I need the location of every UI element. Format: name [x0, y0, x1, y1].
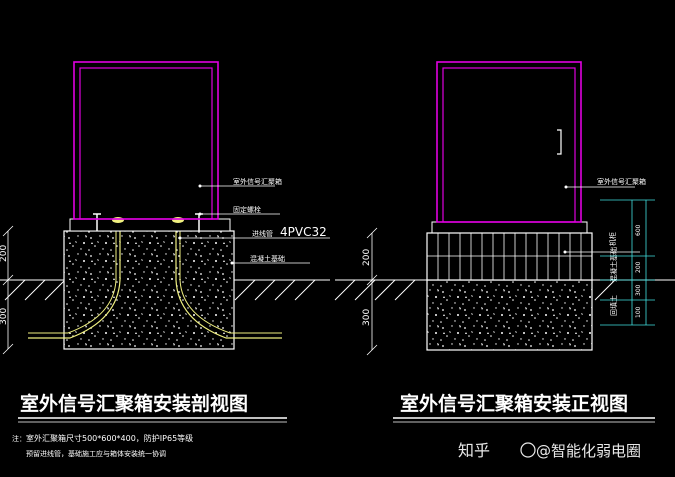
concrete-base-front — [426, 279, 593, 351]
dim-100: 100 — [635, 306, 642, 318]
label-soil: 回填土 — [609, 295, 618, 316]
label-pipe: 4PVC32 — [280, 225, 327, 239]
conduit-right — [175, 224, 282, 339]
dim-300-right: 300 — [362, 309, 372, 326]
watermark: 知乎 @智能化弱电圈 — [458, 441, 641, 460]
dim-300-left: 300 — [0, 308, 9, 325]
wechat-icon — [520, 442, 536, 458]
label-box-left: 室外信号汇聚箱 — [233, 177, 282, 186]
note-2: 预留进线管，基础施工应与箱体安装统一协调 — [26, 449, 166, 458]
watermark-site: 知乎 — [458, 441, 490, 460]
watermark-author: @智能化弱电圈 — [536, 442, 641, 460]
dim-300-right-inner: 300 — [635, 284, 642, 296]
label-cabinet: 机柜 — [608, 232, 617, 246]
concrete-base — [63, 230, 235, 350]
pipe-cap — [172, 217, 184, 223]
conduit-left-inner — [28, 224, 117, 334]
label-bolt: 固定螺栓 — [233, 205, 261, 214]
bolt — [93, 213, 101, 231]
note-prefix: 注： — [12, 434, 26, 443]
plinth-grid — [426, 232, 593, 281]
dim-600: 600 — [635, 224, 642, 236]
dim-200-right: 200 — [362, 249, 372, 266]
junction-box-outer — [73, 61, 219, 220]
right-title: 室外信号汇聚箱安装正视图 — [400, 392, 628, 415]
dim-200-right-inner: 200 — [635, 261, 642, 273]
junction-box-front-outer — [436, 61, 582, 223]
label-pipe-prefix: 进线管 — [252, 229, 273, 238]
label-base-right: 混凝土基础 — [609, 247, 618, 282]
junction-box-inner — [79, 67, 213, 220]
pipe-cap — [112, 217, 124, 223]
dim-200-left: 200 — [0, 245, 9, 262]
dimension-lines-right — [600, 199, 655, 326]
label-box-right: 室外信号汇聚箱 — [597, 177, 646, 186]
plinth-top — [431, 221, 588, 233]
conduit-right-inner — [179, 224, 282, 334]
front-view: 室外信号汇聚箱 机柜 混凝土基础 回填土 600 200 300 100 200… — [334, 61, 675, 423]
plinth-grid-lines — [427, 233, 592, 280]
section-view: 室外信号汇聚箱 固定螺栓 进线管 4PVC32 混凝土基础 200 300 室外… — [0, 61, 330, 458]
door-handle-icon — [557, 129, 562, 155]
mounting-plate — [69, 218, 231, 232]
conduit-left — [28, 224, 121, 339]
note-1: 室外汇聚箱尺寸500*600*400，防护IP65等级 — [26, 433, 193, 443]
left-title: 室外信号汇聚箱安装剖视图 — [20, 392, 248, 415]
label-base-left: 混凝土基础 — [250, 254, 285, 263]
junction-box-front-inner — [442, 67, 576, 223]
